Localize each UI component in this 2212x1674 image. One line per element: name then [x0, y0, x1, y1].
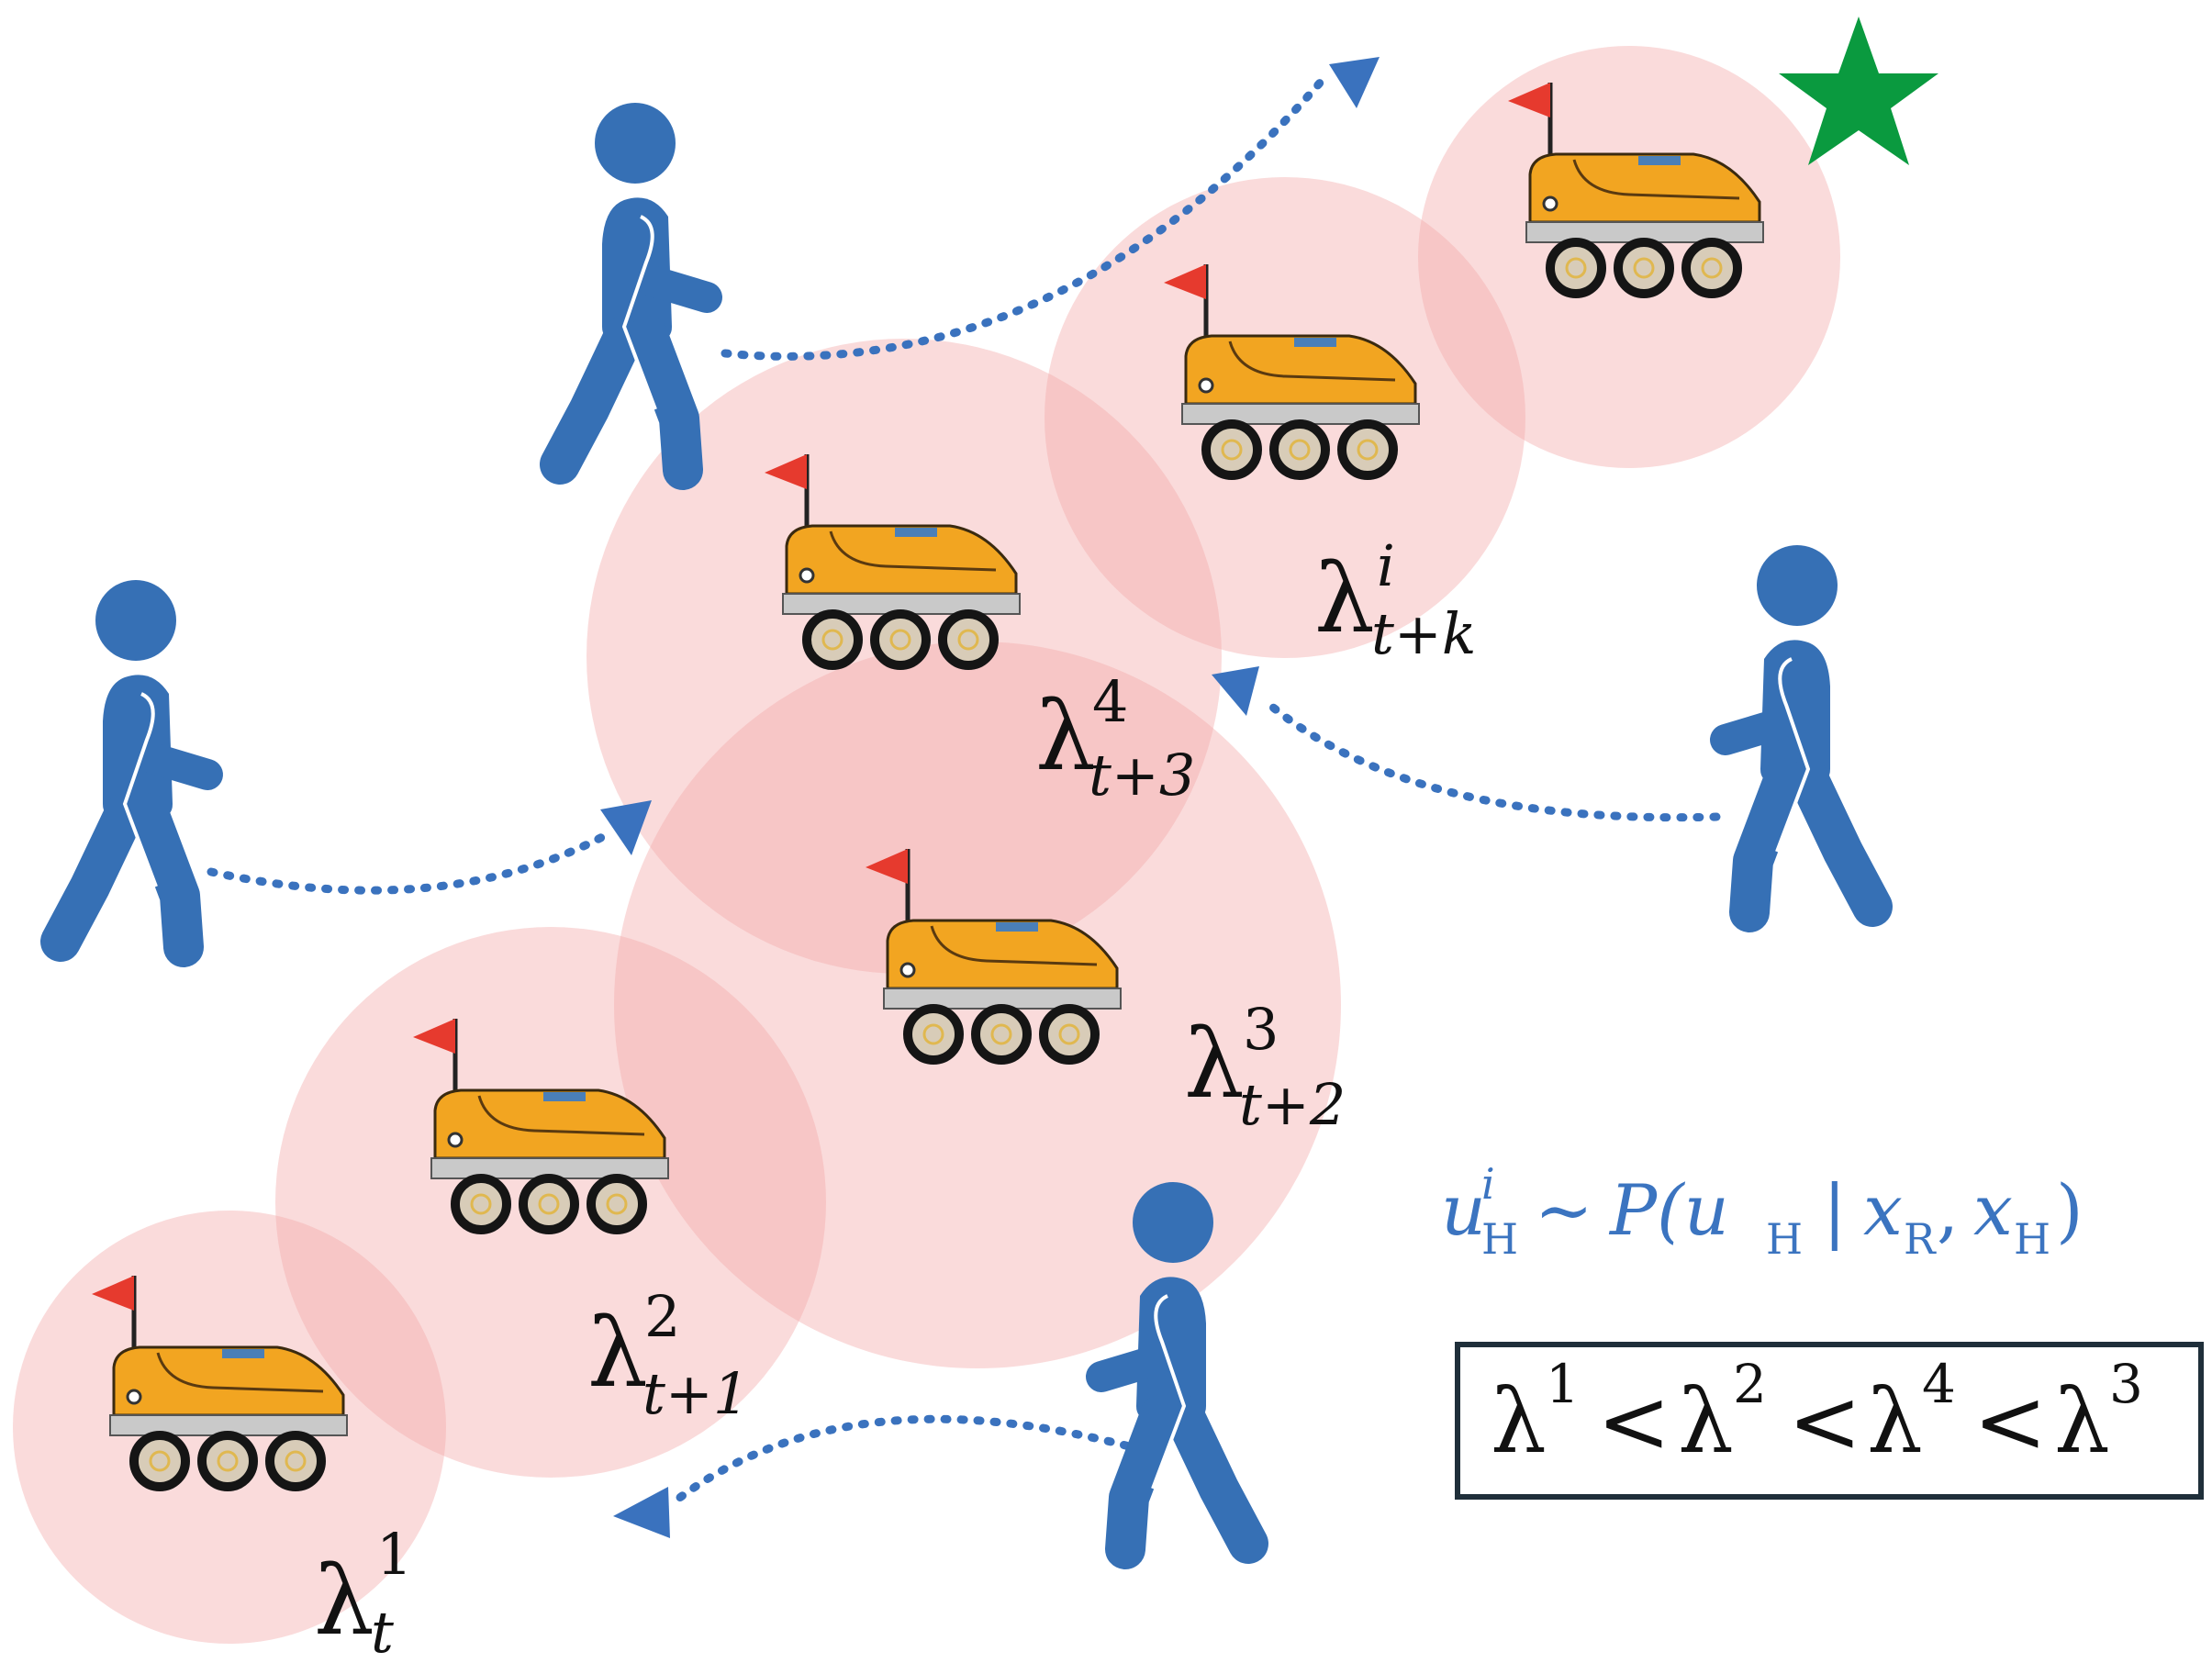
eq-x-h: x	[1973, 1169, 2013, 1251]
ordering-lambda-2: λ	[1678, 1370, 1734, 1473]
arrowhead-top	[1329, 57, 1380, 108]
eq-u-superscript: i	[1481, 1159, 1495, 1209]
eq-bar: |	[1823, 1169, 1847, 1251]
pedestrian-icon	[61, 580, 207, 947]
arrowhead-bottom	[613, 1487, 670, 1538]
lambda-3-subscript: t+2	[1239, 1071, 1346, 1138]
human-trajectories	[207, 76, 1721, 1510]
eq-x-r: x	[1863, 1169, 1903, 1251]
lambda-label-4: λ 4 t+3	[1035, 668, 1195, 809]
arrowhead-right	[1212, 666, 1259, 716]
eq-close: )	[2056, 1169, 2084, 1251]
lambda-2-superscript: 2	[644, 1283, 680, 1350]
ordering-sup-3: 4	[1922, 1353, 1956, 1415]
eq-comma: ,	[1937, 1169, 1959, 1251]
lambda-label-1: λ 1 t	[314, 1521, 412, 1666]
eq-p-open: P(u	[1608, 1169, 1729, 1251]
ordering-sup-1: 1	[1546, 1353, 1580, 1415]
lambda-2-symbol: λ	[587, 1297, 648, 1409]
lambda-3-symbol: λ	[1184, 1008, 1245, 1120]
trajectory-left	[207, 831, 610, 895]
lambda-2-subscript: t+1	[642, 1360, 749, 1427]
human-policy-equation: u i H ∼ P(u H | x R , x H )	[1441, 1159, 2084, 1264]
pedestrian-icon	[1726, 545, 1872, 912]
arrowhead-left	[600, 800, 652, 855]
lambda-label-i: λ i t+k	[1314, 532, 1476, 667]
trajectory-arrowheads	[600, 57, 1380, 1538]
trajectory-bottom	[665, 1414, 1147, 1510]
ordering-sup-2: 2	[1733, 1353, 1767, 1415]
ordering-lt-2: <	[1788, 1370, 1861, 1473]
pedestrian-icon	[560, 103, 707, 470]
lambda-1-superscript: 1	[376, 1521, 412, 1588]
lambda-i-superscript: i	[1377, 532, 1395, 599]
lambda-4-subscript: t+3	[1089, 742, 1195, 809]
eq-x-r-subscript: R	[1904, 1214, 1937, 1264]
eq-tilde: ∼	[1535, 1169, 1593, 1251]
lambda-4-superscript: 4	[1092, 668, 1128, 735]
trajectory-right	[1262, 698, 1721, 822]
eq-x-h-subscript: H	[2014, 1214, 2050, 1264]
ordering-lambda-4: λ	[2054, 1370, 2110, 1473]
lambda-i-symbol: λ	[1314, 542, 1375, 654]
eq-u-subscript: H	[1481, 1214, 1518, 1264]
lambda-4-symbol: λ	[1035, 680, 1096, 792]
lambda-label-3: λ 3 t+2	[1184, 996, 1346, 1138]
ordering-lt-1: <	[1597, 1370, 1670, 1473]
ordering-lambda-1: λ	[1491, 1370, 1547, 1473]
goal-star-icon	[1779, 17, 1938, 165]
eq-uh-subscript: H	[1766, 1214, 1803, 1264]
lambda-1-symbol: λ	[314, 1545, 374, 1657]
lambda-3-superscript: 3	[1243, 996, 1279, 1063]
ordering-lambda-3: λ	[1867, 1370, 1923, 1473]
lambda-label-2: λ 2 t+1	[587, 1283, 749, 1427]
ordering-sup-4: 3	[2109, 1353, 2143, 1415]
ordering-box-border	[1455, 1342, 2204, 1500]
ordering-lt-3: <	[1973, 1370, 2047, 1473]
lambda-1-subscript: t	[371, 1599, 394, 1666]
lambda-i-subscript: t+k	[1371, 600, 1476, 667]
eq-u: u	[1441, 1169, 1486, 1251]
ordering-box: λ 1 < λ 2 < λ 4 < λ 3	[1455, 1342, 2204, 1500]
